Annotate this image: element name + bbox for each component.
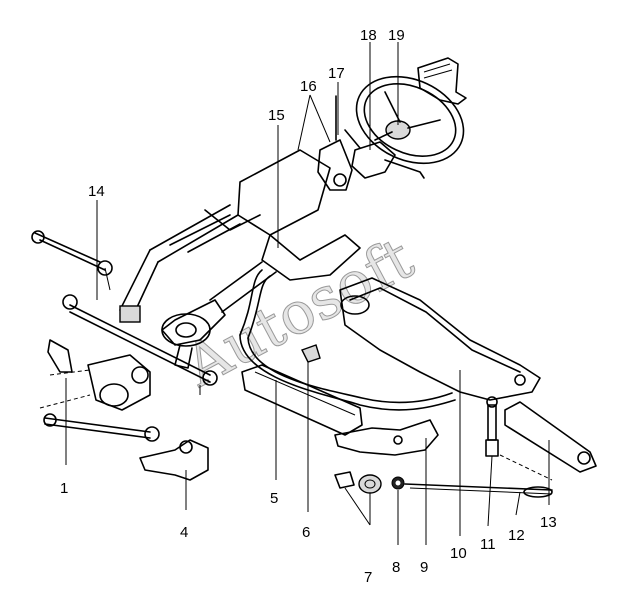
- callout-10: 10: [450, 545, 467, 562]
- callout-6: 6: [302, 524, 310, 541]
- rod: [404, 483, 553, 498]
- callout-14: 14: [88, 183, 105, 200]
- callout-labels: 1 4 5 6 7 8 9 10 11 12 13 14 15 16 17 18…: [60, 27, 557, 586]
- callout-12: 12: [508, 527, 525, 544]
- horn-pad: [417, 57, 467, 105]
- combination-switch: [344, 129, 425, 179]
- lower-rail: [241, 364, 363, 436]
- nut: [391, 476, 405, 490]
- callout-1: 1: [60, 480, 68, 497]
- callout-8: 8: [392, 559, 400, 576]
- callout-11: 11: [480, 536, 496, 553]
- leader-lines: [65, 42, 550, 545]
- ignition-lock: [317, 95, 353, 191]
- tie-rod: [31, 230, 218, 395]
- callout-15: 15: [268, 107, 285, 124]
- stud-bolt: [485, 396, 499, 457]
- watermark: Autosoft: [173, 223, 425, 400]
- stabilizer-bar: [239, 269, 456, 411]
- callout-17: 17: [328, 65, 345, 82]
- callout-4: 4: [180, 524, 188, 541]
- callout-19: 19: [388, 27, 405, 44]
- watermark-text: Autosoft: [173, 224, 424, 400]
- callout-16: 16: [300, 78, 317, 95]
- crossmember: [339, 277, 541, 401]
- callout-13: 13: [540, 514, 557, 531]
- steering-gearbox: [39, 339, 209, 481]
- callout-5: 5: [270, 490, 278, 507]
- bracket: [334, 419, 439, 456]
- bushing: [301, 344, 321, 363]
- callout-7: 7: [364, 569, 372, 586]
- bushing-pair: [334, 471, 382, 494]
- callout-9: 9: [420, 559, 428, 576]
- arm-bracket: [499, 401, 597, 481]
- callout-18: 18: [360, 27, 377, 44]
